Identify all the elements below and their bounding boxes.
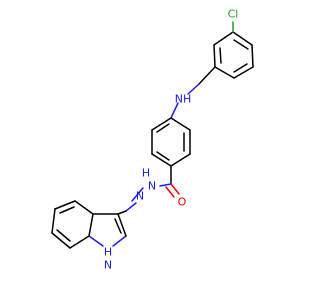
bond <box>233 63 248 73</box>
carbonyl-o-label: O <box>178 196 187 209</box>
bond <box>151 117 172 131</box>
bond <box>156 123 170 133</box>
bond <box>213 44 216 68</box>
bond <box>51 208 56 234</box>
bond <box>74 200 94 215</box>
amine-bond <box>187 83 200 95</box>
benzamide-ring <box>151 117 191 167</box>
bond <box>232 31 253 46</box>
bond <box>213 31 234 46</box>
amide-n-label: N <box>148 180 156 193</box>
amide-h-label: H <box>142 167 150 180</box>
amine-nh-label: NH <box>175 93 192 106</box>
bond <box>251 44 254 68</box>
bond <box>198 66 216 85</box>
hydrazone-bond <box>131 187 144 202</box>
hydrazone-n-label: N <box>136 190 144 203</box>
bond <box>69 235 90 249</box>
bond <box>170 153 191 167</box>
bond <box>156 151 170 161</box>
amide-bond <box>159 183 172 187</box>
bond <box>219 47 222 64</box>
bond <box>59 206 75 214</box>
carbonyl-bond <box>165 186 175 198</box>
hydrazone-double-bond <box>125 202 137 212</box>
indole-n-label: N <box>104 259 112 272</box>
bond <box>54 200 76 210</box>
bond <box>114 218 122 234</box>
bond <box>117 210 127 215</box>
bond <box>88 213 94 237</box>
bond <box>214 66 235 79</box>
molecule-diagram: Cl NH O N H N H N <box>51 8 254 272</box>
structure-canvas: Cl NH O N H N H N <box>51 7 254 272</box>
bond <box>51 232 71 249</box>
amine-bond <box>170 102 179 119</box>
bond <box>233 39 249 50</box>
indole-n-bond <box>88 235 104 247</box>
chlorophenyl-ring <box>213 31 254 79</box>
indole-ring <box>51 200 127 249</box>
bond <box>170 117 191 131</box>
bond <box>233 66 254 79</box>
chlorine-label: Cl <box>228 8 239 21</box>
bond <box>117 213 127 237</box>
carbonyl-bond <box>170 183 180 195</box>
indole-n-bond <box>112 235 127 247</box>
indole-nh-label: H <box>104 246 112 259</box>
bond <box>151 153 172 167</box>
bond <box>56 229 71 242</box>
